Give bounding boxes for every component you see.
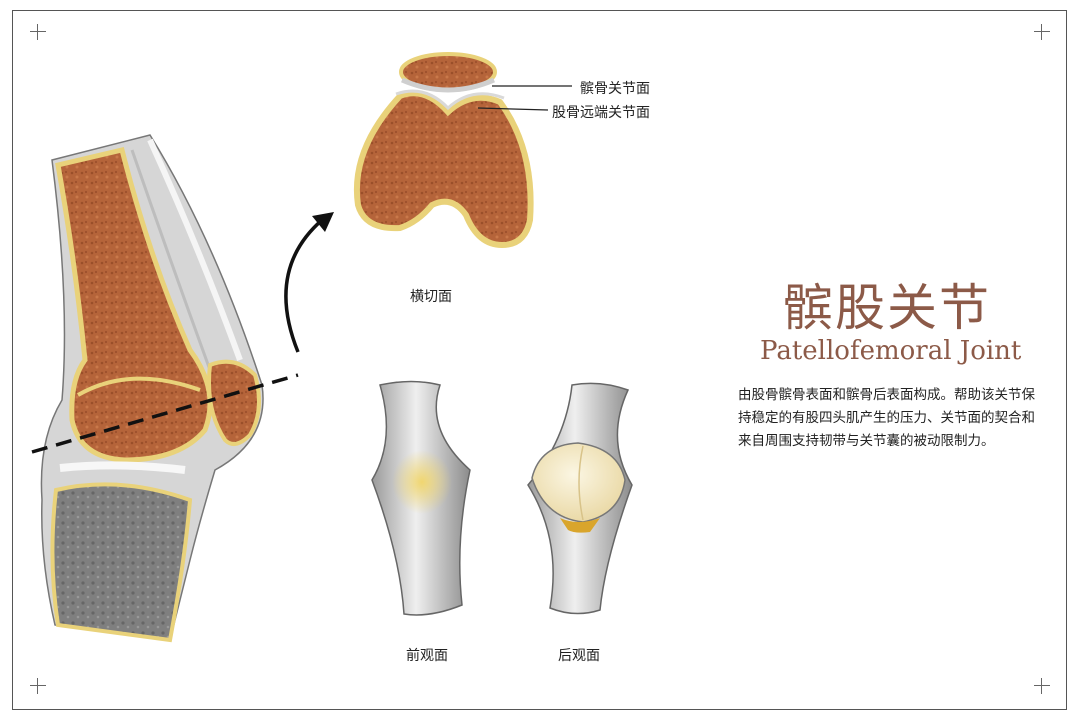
arrow-head-icon [312, 212, 334, 232]
patella-surface-label: 髌骨关节面 [580, 81, 650, 97]
knee-sagittal-section [31, 134, 299, 643]
femur-cross-section [353, 90, 534, 249]
corner-mark-top-left [30, 24, 46, 40]
corner-mark-bottom-left [30, 678, 46, 694]
cross-section-label: 横切面 [410, 289, 452, 305]
description-text: 由股骨髌骨表面和髌骨后表面构成。帮助该关节保持稳定的有股四头肌产生的压力、关节面… [738, 387, 1035, 449]
page-frame [12, 10, 1067, 710]
patella-back-view [527, 382, 633, 615]
front-view-label: 前观面 [406, 648, 448, 664]
femur-surface-label: 股骨远端关节面 [552, 105, 650, 121]
patella-front-view [371, 380, 471, 616]
back-view-label: 后观面 [558, 648, 600, 664]
corner-mark-bottom-right [1034, 678, 1050, 694]
title-chinese: 髌股关节 [783, 279, 991, 337]
cut-line [31, 373, 299, 454]
title-english: Patellofemoral Joint [760, 336, 1022, 366]
tibia-bone [50, 482, 193, 643]
curved-arrow [284, 218, 324, 353]
patella-bone [207, 359, 261, 446]
corner-mark-top-right [1034, 24, 1050, 40]
cross-section-illustration [353, 52, 572, 249]
